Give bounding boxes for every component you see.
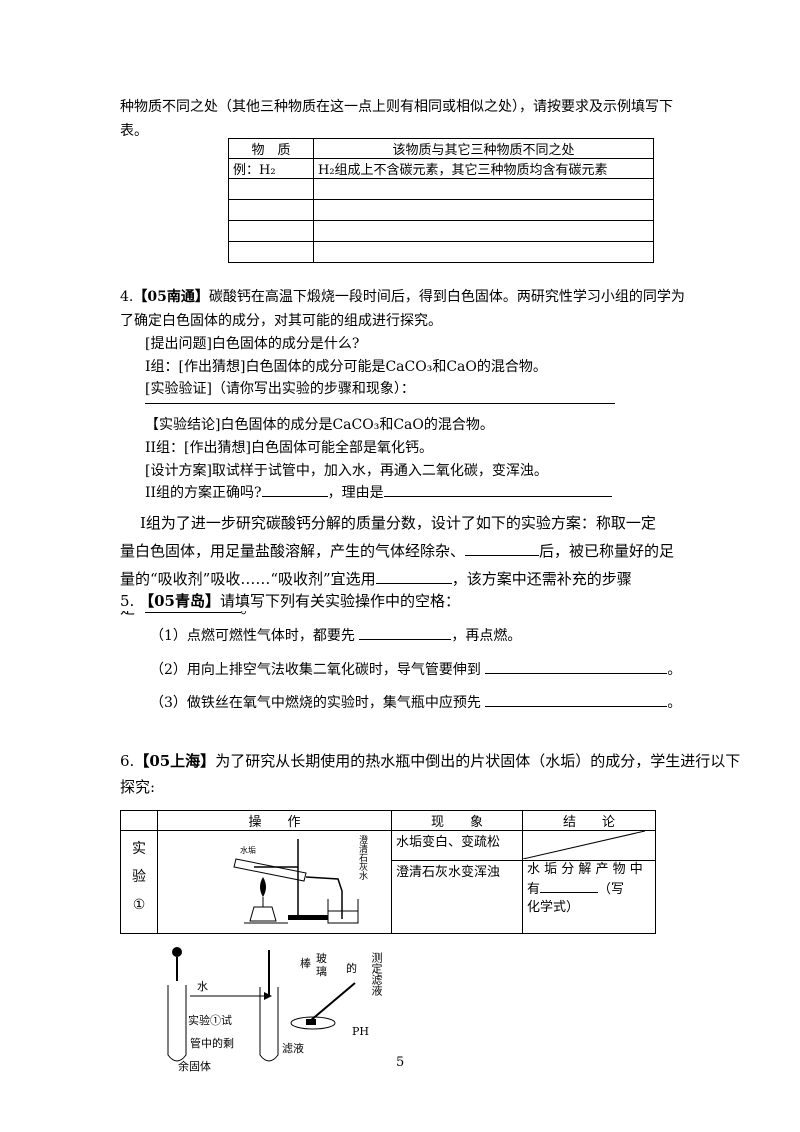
answer-blank[interactable]: [383, 483, 612, 497]
q4-conclusion: 【实验结论]白色固体的成分是CaCO₃和CaO的混合物。: [145, 417, 494, 433]
q6-text-2: 探究:: [120, 778, 156, 796]
answer-blank[interactable]: [485, 693, 668, 707]
label-rod-2: 玻: [316, 952, 327, 965]
conclusion-diagonal: [522, 829, 656, 862]
table-header-difference: 该物质与其它三种物质不同之处: [313, 138, 654, 159]
label-left-1: 实验①试: [188, 1014, 232, 1027]
row-label: 实 验 ①: [120, 830, 158, 934]
q4-line-1: 4.【05南通】碳酸钙在高温下煅烧一段时间后，得到白色固体。两研究性学习小组的同…: [120, 286, 685, 306]
label-ph: PH: [352, 1025, 369, 1038]
answer-blank[interactable]: [359, 626, 452, 640]
q5-item-2: （2）用向上排空气法收集二氧化碳时，导气管要伸到 。: [150, 660, 682, 678]
intro-line-2: 表。: [120, 123, 148, 139]
q5-item-1: （1）点燃可燃性气体时，都要先 ，再点燃。: [150, 626, 522, 644]
q6-text-1: 为了研究从长期使用的热水瓶中倒出的片状固体（水垢）的成分，学生进行以下: [215, 752, 741, 770]
q4-para-2: 量白色固体，用足量盐酸溶解，产生的气体经除杂、后，被已称量好的足: [120, 542, 675, 560]
q4-text-1: 碳酸钙在高温下煅烧一段时间后，得到白色固体。两研究性学习小组的同学为: [208, 289, 685, 305]
label-rod-3: 璃: [316, 965, 327, 978]
q4-para-3: 量的“吸收剂”吸收……“吸收剂”宜选用，该方案中还需补充的步骤: [120, 570, 632, 588]
conclusion-cell: 水 垢 分 解 产 物 中 有（写 化学式）: [522, 860, 656, 934]
q6-heading: 6.【05上海】为了研究从长期使用的热水瓶中倒出的片状固体（水垢）的成分，学生进…: [120, 750, 740, 771]
apparatus-cell: 水垢 澄清石灰水: [157, 830, 392, 934]
page-number: 5: [396, 1055, 405, 1070]
table-cell[interactable]: [313, 199, 654, 221]
label-measure: 测定滤液: [370, 952, 383, 996]
label-de: 的: [346, 962, 357, 975]
col-phenomenon: 现 象: [391, 810, 523, 831]
answer-blank[interactable]: [261, 483, 328, 497]
experiment-table: 操 作 现 象 结 论 实 验 ①: [120, 810, 656, 934]
q4-verify: [实验验证]（请你写出实验的步骤和现象）：: [145, 381, 415, 397]
q5-heading: 5. 【05青岛】请填写下列有关实验操作中的空格：: [120, 590, 460, 611]
answer-blank[interactable]: [485, 660, 668, 674]
label-left-2: 管中的剩: [190, 1037, 234, 1050]
q6-source-tag: 【05上海】: [134, 752, 216, 770]
answer-blank[interactable]: [540, 879, 599, 894]
answer-blank[interactable]: [375, 570, 452, 584]
table-cell[interactable]: [228, 241, 314, 263]
filtration-diagram: [167, 947, 356, 1062]
q4-number: 4.: [120, 289, 134, 305]
comparison-table: 物 质 该物质与其它三种物质不同之处 例：H₂ H₂组成上不含碳元素，其它三种物…: [228, 138, 654, 263]
q4-line-2: 了确定白色固体的成分，对其可能的组成进行探究。: [120, 313, 442, 329]
q4-correct-question: II组的方案正确吗?，理由是: [145, 482, 612, 502]
label-limewater: 澄清石灰水: [357, 835, 367, 880]
col-conclusion: 结 论: [522, 810, 656, 831]
q5-source-tag: 【05青岛】: [139, 592, 220, 610]
table-cell[interactable]: [228, 178, 314, 200]
q4-question: [提出问题]白色固体的成分是什么?: [145, 336, 360, 352]
label-left-3: 余固体: [178, 1060, 211, 1073]
label-filtrate: 滤液: [282, 1042, 304, 1055]
intro-line-1: 种物质不同之处（其他三种物质在这一点上则有相同或相似之处），请按要求及示例填写下: [120, 99, 673, 115]
phenomenon-2: 澄清石灰水变浑浊: [391, 860, 523, 934]
table-example-difference: H₂组成上不含碳元素，其它三种物质均含有碳元素: [313, 158, 654, 179]
table-example-substance: 例：H₂: [228, 158, 314, 179]
q4-hypothesis-2: II组：[作出猜想]白色固体可能全部是氧化钙。: [145, 440, 433, 456]
q6-number: 6.: [120, 752, 135, 770]
table-cell[interactable]: [228, 199, 314, 221]
q4-design: [设计方案]取试样于试管中，加入水，再通入二氧化碳，变浑浊。: [145, 463, 548, 479]
table-header-substance: 物 质: [228, 138, 314, 159]
label-rod-1: 棒: [300, 957, 311, 970]
q5-number: 5.: [120, 592, 135, 610]
q4-hypothesis-1: I组：[作出猜想]白色固体的成分可能是CaCO₃和CaO的混合物。: [145, 359, 547, 375]
answer-blank[interactable]: [465, 542, 540, 556]
table-cell[interactable]: [313, 178, 654, 200]
q4-para-1: I组为了进一步研究碳酸钙分解的质量分数，设计了如下的实验方案：称取一定: [140, 514, 656, 532]
q5-item-3: （3）做铁丝在氧气中燃烧的实验时，集气瓶中应预先 。: [150, 693, 682, 711]
table-cell[interactable]: [313, 220, 654, 242]
q4-source-tag: 【05南通】: [133, 289, 209, 305]
phenomenon-1: 水垢变白、变疏松: [391, 829, 523, 862]
answer-line[interactable]: [145, 403, 615, 404]
table-cell[interactable]: [313, 241, 654, 263]
heating-apparatus-diagram: 水垢: [233, 839, 359, 924]
col-operation: 操 作: [157, 810, 392, 831]
q5-text: 请填写下列有关实验操作中的空格：: [219, 592, 460, 610]
answer-blank[interactable]: [144, 599, 241, 613]
table-cell[interactable]: [228, 220, 314, 242]
label-scale: 水垢: [240, 845, 256, 855]
label-water: 水: [197, 980, 208, 993]
